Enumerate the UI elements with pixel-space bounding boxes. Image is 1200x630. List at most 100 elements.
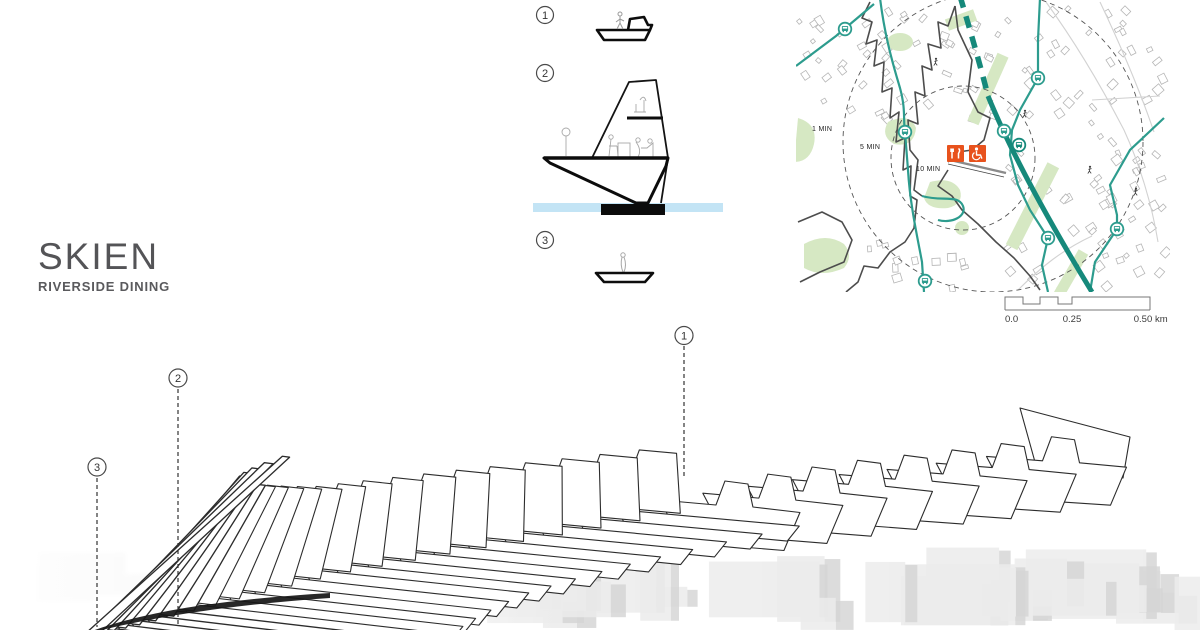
map-roads (1017, 1, 1161, 291)
map-building (1135, 243, 1145, 253)
map-building (1151, 56, 1163, 67)
train-station-icon (1011, 137, 1027, 153)
map-label-10min: 10 MIN (916, 166, 940, 173)
map-building (1085, 29, 1093, 37)
vehicle-window (1114, 226, 1120, 229)
block-face (941, 567, 1017, 617)
project-title: SKIEN (38, 236, 160, 277)
bus-stop-icon (897, 124, 913, 140)
vehicle-window (902, 129, 908, 132)
map-scale-bar: 0.0 0.25 0.50 km (1004, 296, 1168, 325)
wheel (1114, 230, 1117, 233)
site-pier (947, 158, 1007, 178)
block-side (1160, 574, 1180, 613)
map-building (1064, 5, 1072, 13)
map-building (874, 108, 885, 117)
map-building (862, 49, 872, 59)
map-building (1145, 46, 1154, 54)
map-building (836, 64, 848, 76)
map-building (883, 6, 894, 18)
map-building (1127, 215, 1137, 224)
block-face (865, 561, 906, 623)
map-label-5min: 5 MIN (860, 144, 880, 151)
section-diagram (533, 79, 723, 215)
map-building (856, 41, 868, 51)
city-block (865, 561, 918, 623)
city-block (1112, 585, 1163, 613)
map-building (910, 256, 919, 266)
map-building (1025, 65, 1035, 76)
map-building (1050, 39, 1061, 50)
walking-person-icon (1087, 165, 1092, 174)
map-building (1120, 5, 1132, 17)
map-building (814, 57, 823, 65)
scale-end: 0.50 (1134, 314, 1153, 325)
wheel (922, 282, 924, 285)
map-building (1132, 265, 1146, 278)
map-building (1151, 83, 1165, 97)
map-building (1126, 44, 1137, 57)
map-building (1046, 49, 1056, 59)
diagram-callout-2: 2 (535, 63, 555, 83)
map-building (1062, 96, 1076, 110)
block-face (1112, 585, 1147, 613)
map-building (948, 283, 957, 292)
map-label-1min: 1 MIN (812, 126, 832, 133)
head (1023, 109, 1027, 112)
diagram-callout-1: 1 (535, 5, 555, 25)
map-building (899, 10, 908, 19)
wheel (1035, 79, 1038, 82)
block-side (1105, 581, 1117, 616)
vehicle-window (842, 26, 848, 29)
figure-callout-1: 1 (674, 325, 694, 346)
map-building (962, 87, 969, 94)
map-building (941, 69, 953, 78)
diagram-number-1: 1 (542, 10, 548, 22)
vehicle-window (1045, 235, 1051, 238)
block-face (1174, 576, 1200, 630)
scale-start: 0.0 (1005, 314, 1018, 325)
map-building (820, 97, 828, 105)
map-building (876, 29, 888, 41)
vehicle-window (1001, 128, 1007, 131)
map-building (891, 272, 903, 284)
head (1134, 187, 1138, 190)
map-building (814, 23, 825, 34)
block-face (1031, 578, 1106, 616)
map-building (967, 46, 977, 56)
walking-person-icon (1022, 109, 1027, 118)
map-building (958, 257, 967, 267)
vehicle-window (1035, 75, 1041, 78)
concept-diagrams: 1 2 (533, 5, 723, 284)
accessibility-icon (969, 145, 986, 162)
wheel (842, 30, 844, 33)
map-building (994, 30, 1002, 39)
wheel (1118, 230, 1120, 233)
map-building (1088, 102, 1098, 112)
bus-stop-icon (996, 123, 1012, 139)
map-building (945, 38, 954, 48)
map-building (1096, 132, 1105, 141)
walking-person-icon (1133, 187, 1138, 196)
map-building (1153, 266, 1166, 279)
callout-leaders (96, 346, 685, 627)
diagram-number-2: 2 (542, 68, 548, 80)
map-building (1089, 179, 1100, 189)
map-building (922, 98, 935, 111)
diagram-number-3: 3 (542, 235, 548, 247)
map-building (1133, 199, 1145, 211)
walk-radius-circles (842, 0, 1144, 292)
map-building (1006, 104, 1019, 117)
vehicle-window (922, 278, 928, 281)
map-building (1151, 150, 1162, 160)
map-building (1067, 224, 1080, 237)
map-building (918, 13, 928, 24)
head (934, 57, 938, 60)
wheel (1045, 239, 1048, 242)
block-side (905, 564, 918, 623)
sequence-shape (88, 455, 291, 630)
wheel (1020, 146, 1022, 149)
map-building (1100, 280, 1114, 292)
bus-stop-icon (1030, 70, 1046, 86)
body (933, 59, 938, 66)
